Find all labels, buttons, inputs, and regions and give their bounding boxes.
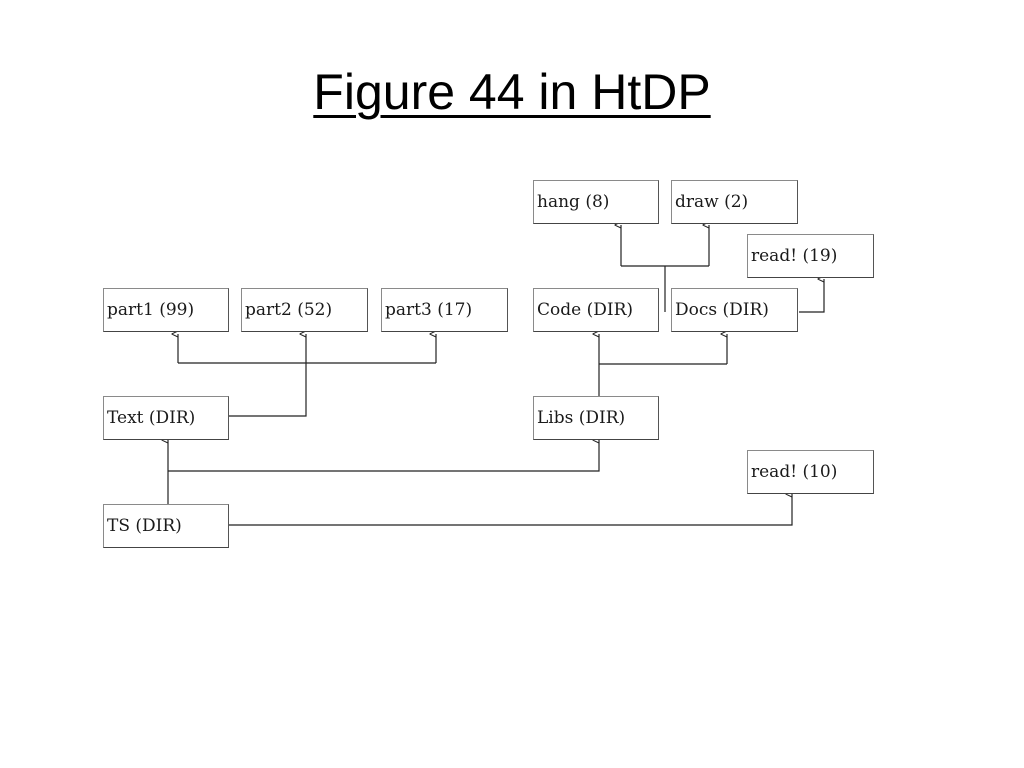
- dir-node-code-label: Code (DIR): [537, 300, 633, 320]
- dir-node-ts: TS (DIR): [103, 504, 229, 548]
- file-node-part1-label: part1 (99): [107, 300, 195, 320]
- dir-node-libs: Libs (DIR): [533, 396, 659, 440]
- file-node-read-10: read! (10): [747, 450, 874, 494]
- edge-text-part2: [229, 334, 307, 417]
- dir-node-ts-label: TS (DIR): [107, 516, 182, 536]
- dir-node-text: Text (DIR): [103, 396, 229, 440]
- file-node-read-10-label: read! (10): [751, 462, 838, 482]
- file-node-hang: hang (8): [533, 180, 659, 224]
- edge-ts-read10: [229, 494, 793, 526]
- edge-ts-libs: [168, 440, 600, 472]
- file-node-read-19-label: read! (19): [751, 246, 838, 266]
- dir-node-code: Code (DIR): [533, 288, 659, 332]
- dir-node-text-label: Text (DIR): [107, 408, 196, 428]
- slide-title: Figure 44 in HtDP: [0, 62, 1024, 122]
- file-node-part2-label: part2 (52): [245, 300, 333, 320]
- dir-node-libs-label: Libs (DIR): [537, 408, 626, 428]
- edge-docs-read19: [799, 279, 825, 313]
- dir-node-docs-label: Docs (DIR): [675, 300, 769, 320]
- file-node-part1: part1 (99): [103, 288, 229, 332]
- file-node-draw-label: draw (2): [675, 192, 749, 212]
- file-node-part3-label: part3 (17): [385, 300, 473, 320]
- file-node-hang-label: hang (8): [537, 192, 610, 212]
- slide-title-text: Figure 44 in HtDP: [313, 64, 711, 120]
- file-node-read-19: read! (19): [747, 234, 874, 278]
- file-node-part3: part3 (17): [381, 288, 508, 332]
- dir-node-docs: Docs (DIR): [671, 288, 798, 332]
- file-node-draw: draw (2): [671, 180, 798, 224]
- file-node-part2: part2 (52): [241, 288, 368, 332]
